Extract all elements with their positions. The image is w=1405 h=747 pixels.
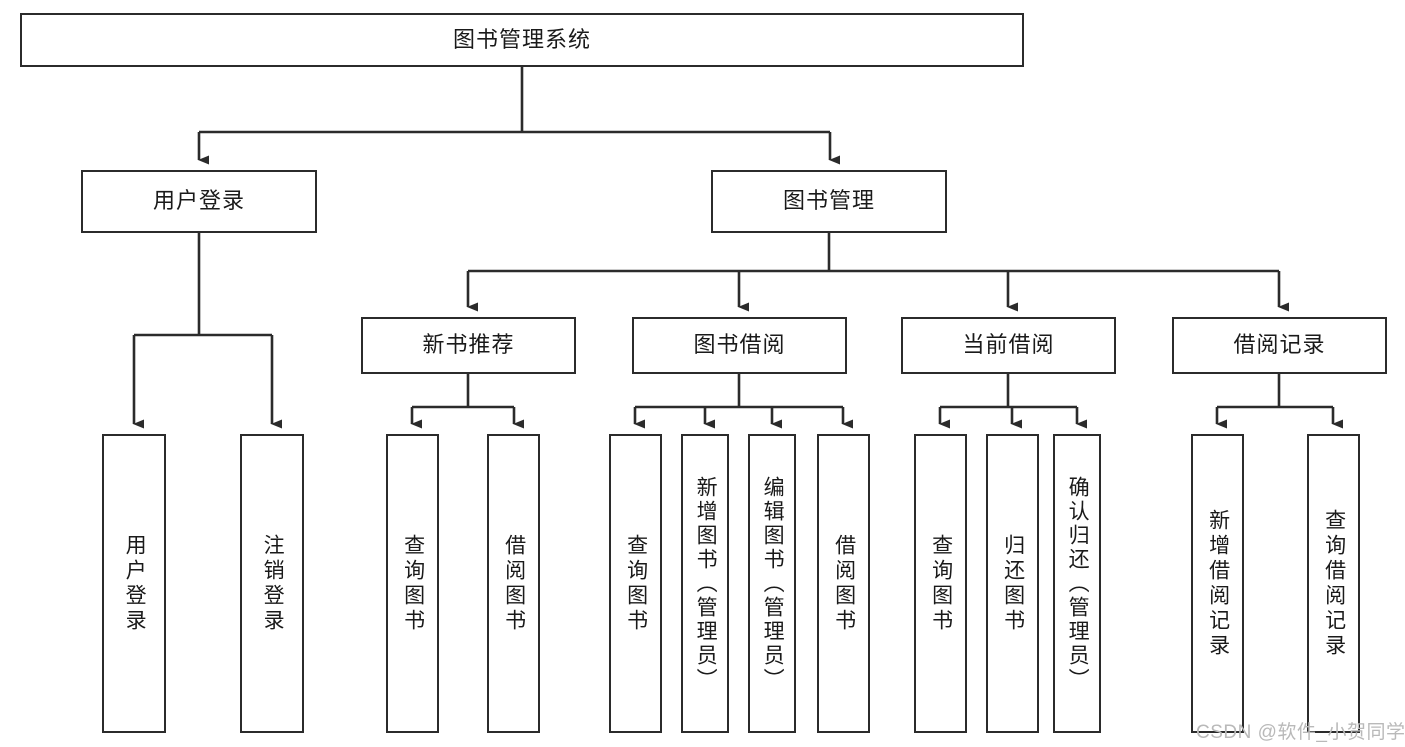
- node-book-borrow[interactable]: 图书借阅: [632, 317, 847, 374]
- node-leaf-return-book-label: 归还图书: [1001, 533, 1025, 634]
- node-leaf-query-book-borrow-label: 查询图书: [624, 533, 648, 634]
- node-leaf-confirm-return-admin-label: 确认归还（管理员）: [1066, 475, 1090, 692]
- node-leaf-logout-login[interactable]: 注销登录: [240, 434, 304, 733]
- node-leaf-query-book-current-label: 查询图书: [929, 533, 953, 634]
- node-leaf-query-borrow-record-label: 查询借阅记录: [1322, 508, 1346, 659]
- node-borrow-records-label: 借阅记录: [1233, 332, 1326, 358]
- node-root[interactable]: 图书管理系统: [20, 13, 1024, 67]
- node-leaf-user-login-label: 用户登录: [123, 533, 147, 634]
- node-leaf-add-borrow-record-label: 新增借阅记录: [1206, 508, 1230, 659]
- node-leaf-edit-book-admin[interactable]: 编辑图书（管理员）: [748, 434, 796, 733]
- csdn-watermark: CSDN @软件_小贺同学: [1196, 722, 1405, 743]
- node-leaf-borrow-book-recommend-label: 借阅图书: [502, 533, 526, 634]
- node-current-borrow-label: 当前借阅: [962, 332, 1055, 358]
- node-leaf-query-book-borrow[interactable]: 查询图书: [609, 434, 662, 733]
- node-new-book-recommend-label: 新书推荐: [422, 332, 515, 358]
- node-leaf-borrow-book[interactable]: 借阅图书: [817, 434, 870, 733]
- node-book-borrow-label: 图书借阅: [693, 332, 786, 358]
- node-book-management-label: 图书管理: [782, 188, 875, 214]
- node-borrow-records[interactable]: 借阅记录: [1172, 317, 1387, 374]
- node-book-management[interactable]: 图书管理: [711, 170, 947, 233]
- node-root-label: 图书管理系统: [452, 26, 591, 52]
- node-leaf-query-borrow-record[interactable]: 查询借阅记录: [1307, 434, 1360, 733]
- node-leaf-query-book-recommend[interactable]: 查询图书: [386, 434, 439, 733]
- node-current-borrow[interactable]: 当前借阅: [901, 317, 1116, 374]
- node-leaf-confirm-return-admin[interactable]: 确认归还（管理员）: [1053, 434, 1101, 733]
- node-leaf-borrow-book-label: 借阅图书: [832, 533, 856, 634]
- node-leaf-add-book-admin-label: 新增图书（管理员）: [694, 475, 718, 692]
- node-leaf-user-login[interactable]: 用户登录: [102, 434, 166, 733]
- node-leaf-query-book-recommend-label: 查询图书: [401, 533, 425, 634]
- node-leaf-add-borrow-record[interactable]: 新增借阅记录: [1191, 434, 1244, 733]
- node-leaf-query-book-current[interactable]: 查询图书: [914, 434, 967, 733]
- node-leaf-add-book-admin[interactable]: 新增图书（管理员）: [681, 434, 729, 733]
- node-user-login-label: 用户登录: [152, 188, 245, 214]
- node-leaf-return-book[interactable]: 归还图书: [986, 434, 1039, 733]
- node-user-login[interactable]: 用户登录: [81, 170, 317, 233]
- node-new-book-recommend[interactable]: 新书推荐: [361, 317, 576, 374]
- node-leaf-logout-login-label: 注销登录: [261, 533, 285, 634]
- node-leaf-borrow-book-recommend[interactable]: 借阅图书: [487, 434, 540, 733]
- node-leaf-edit-book-admin-label: 编辑图书（管理员）: [761, 475, 785, 692]
